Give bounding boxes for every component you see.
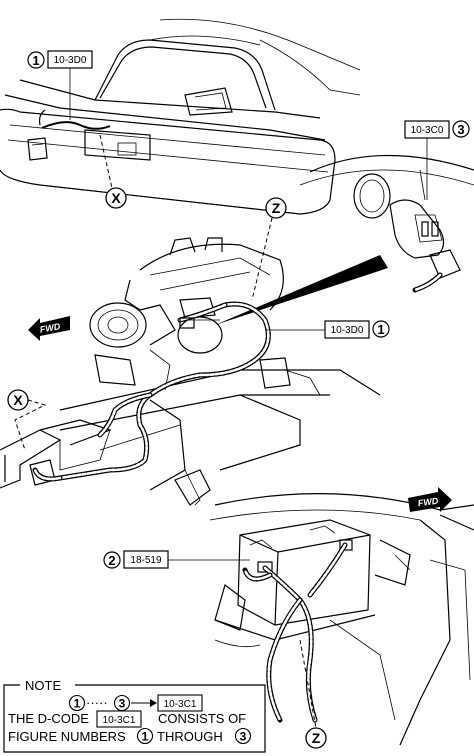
callout-code: 10-3C0 <box>411 125 444 136</box>
callout-code: 18-519 <box>130 555 162 566</box>
rear-body-illustration <box>0 18 361 215</box>
marker-letter: Z <box>312 730 321 746</box>
note-title: NOTE <box>25 678 61 693</box>
engine-harness <box>32 301 271 482</box>
note-line3-num1: 1 <box>142 730 149 744</box>
marker-z-mid: Z <box>251 197 287 301</box>
note-line3-num3: 3 <box>240 730 247 744</box>
callout-code: 10-3D0 <box>54 55 87 66</box>
fwd-label: FWD <box>417 496 439 509</box>
zoom-pointer <box>215 255 388 325</box>
frame-rail <box>0 357 381 506</box>
callout-number: 2 <box>108 553 115 568</box>
note-range-dots: ····· <box>86 695 108 710</box>
marker-letter: X <box>13 392 23 408</box>
note-line2-suffix: CONSISTS OF <box>158 711 246 726</box>
note-line3-prefix: FIGURE NUMBERS <box>8 729 126 744</box>
battery-harness <box>242 542 348 723</box>
callout-number: 1 <box>32 53 39 68</box>
note-line3-mid: THROUGH <box>157 729 223 744</box>
marker-x-top: X <box>99 134 127 209</box>
callout-2-battery: 2 18-519 <box>103 550 250 569</box>
engine-illustration <box>89 237 284 391</box>
connector-inset <box>299 154 474 293</box>
callout-number: 3 <box>457 122 464 137</box>
note-range-start: 1 <box>74 697 81 711</box>
fwd-label: FWD <box>39 321 61 334</box>
fwd-arrow-right: FWD <box>408 487 452 512</box>
callout-3-inset: 10-3C0 3 <box>404 120 470 200</box>
note-range-code: 10-3C1 <box>164 699 197 710</box>
marker-letter: X <box>111 190 121 206</box>
callout-code: 10-3D0 <box>331 325 364 336</box>
marker-z-bottom: Z <box>299 639 327 749</box>
marker-x-left: X <box>7 389 47 451</box>
fwd-arrow-left: FWD <box>28 316 70 341</box>
battery-illustration <box>209 493 474 746</box>
callout-1-top: 1 10-3D0 <box>27 50 93 120</box>
callout-1-mid: 10-3D0 1 <box>265 320 390 339</box>
note-range-end: 3 <box>119 697 126 711</box>
note-line2-code: 10-3C1 <box>103 715 136 726</box>
note-line2-prefix: THE D-CODE <box>8 711 89 726</box>
marker-letter: Z <box>272 200 281 216</box>
note-box: NOTE 1 ····· 3 10-3C1 THE D-CODE 10-3C1 … <box>3 678 266 753</box>
callout-number: 1 <box>377 322 384 337</box>
